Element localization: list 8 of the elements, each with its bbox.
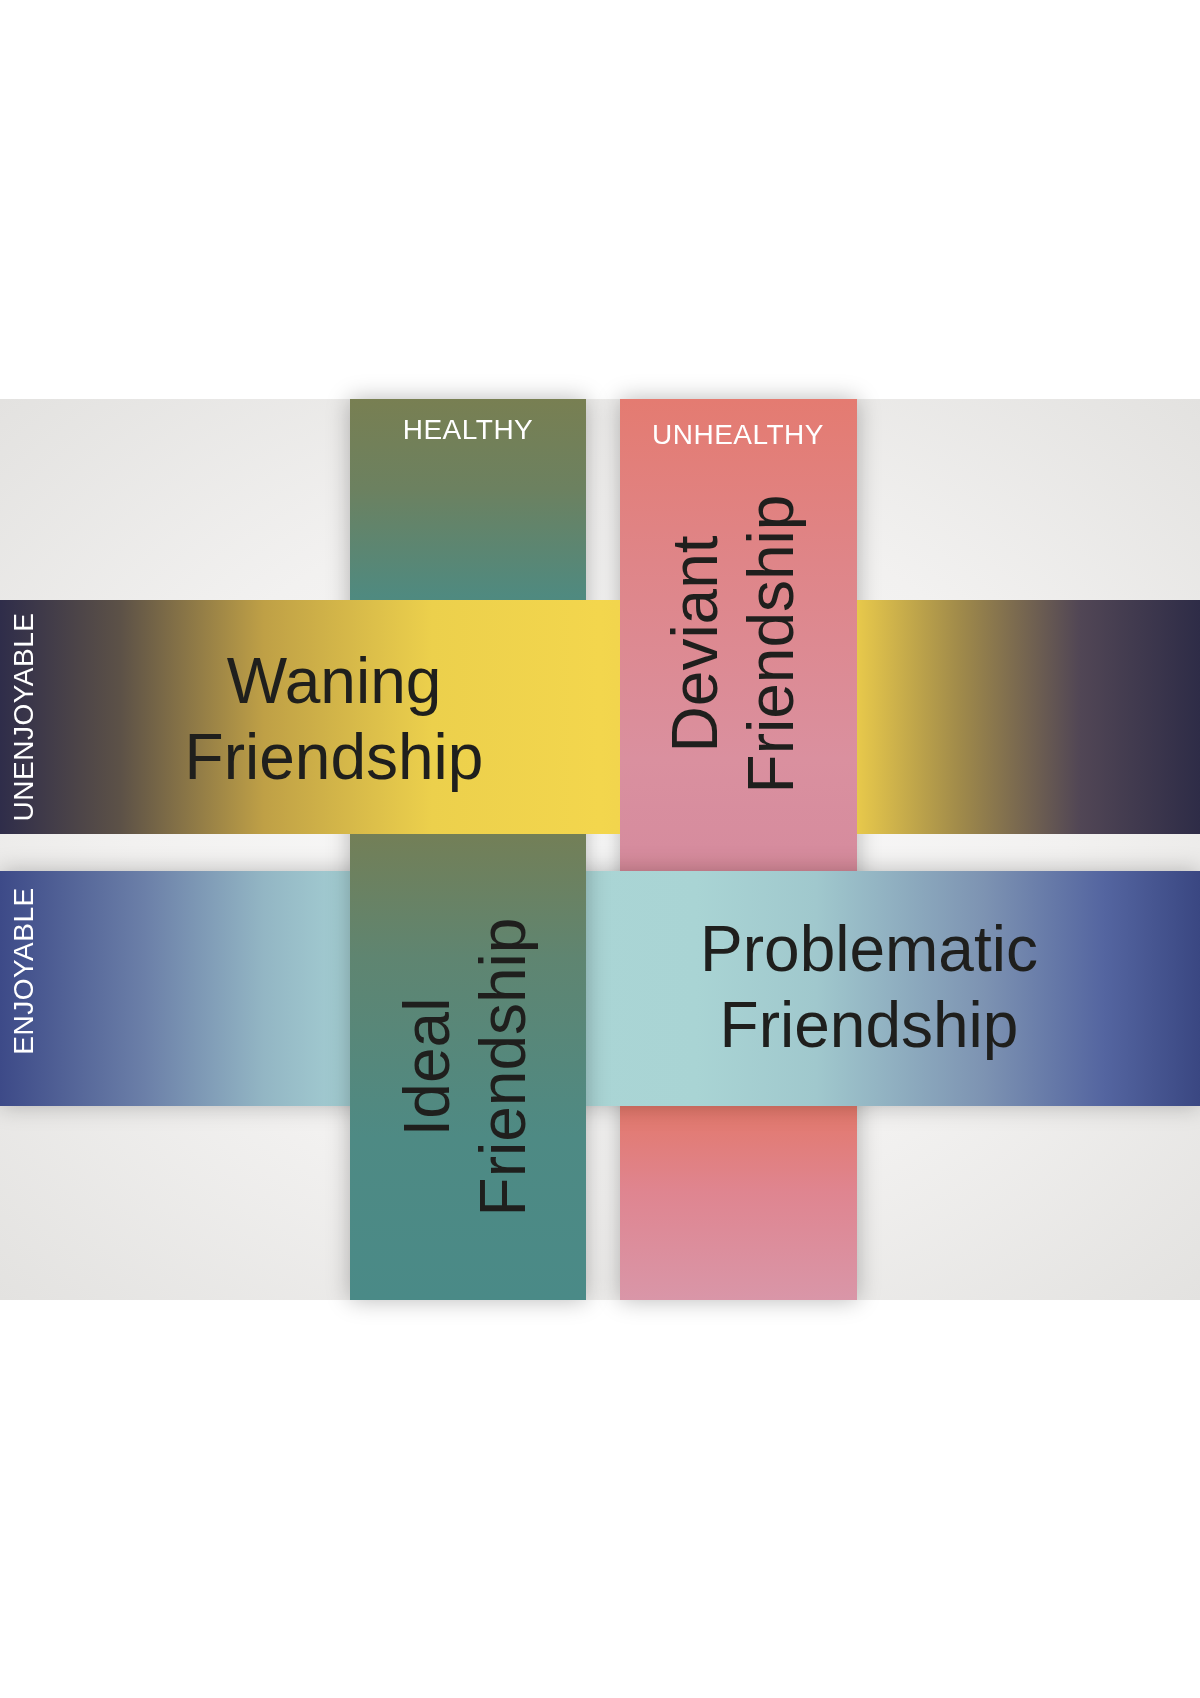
- band-label: UNHEALTHY: [652, 418, 824, 452]
- band-label: HEALTHY: [402, 413, 534, 447]
- quadrant-label: Waning Friendship: [184, 644, 484, 795]
- band-label: ENJOYABLE: [7, 887, 41, 1055]
- quadrant-label: Ideal Friendship: [390, 917, 540, 1217]
- quadrant-label: Problematic Friendship: [700, 912, 1038, 1063]
- quadrant-label: Deviant Friendship: [658, 494, 808, 794]
- band-label: UNENJOYABLE: [7, 612, 41, 822]
